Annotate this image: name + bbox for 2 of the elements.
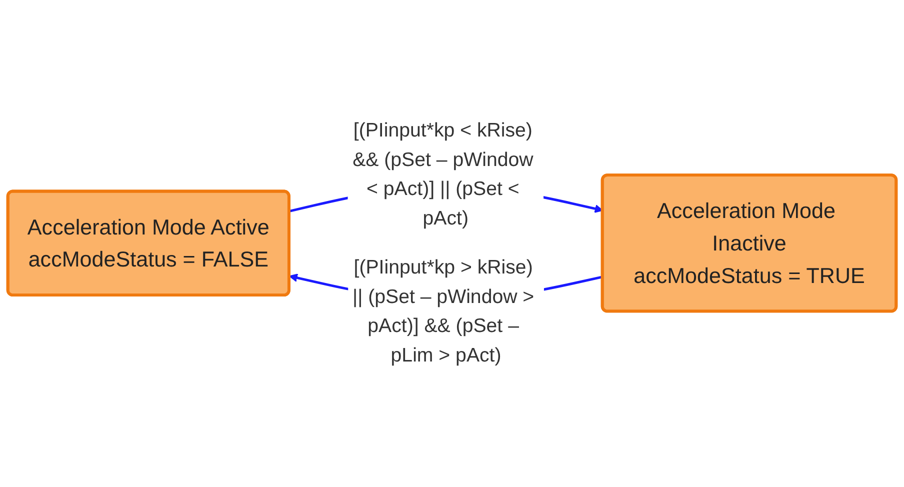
edge-label: [(PIinput*kp > kRise) || (pSet – pWindow > pAct)] && (pSet – pLim > pAct): [352, 257, 534, 367]
edge-label: [(PIinput*kp < kRise) && (pSet – pWindow < pAct)] || (pSet < pAct): [352, 120, 534, 230]
